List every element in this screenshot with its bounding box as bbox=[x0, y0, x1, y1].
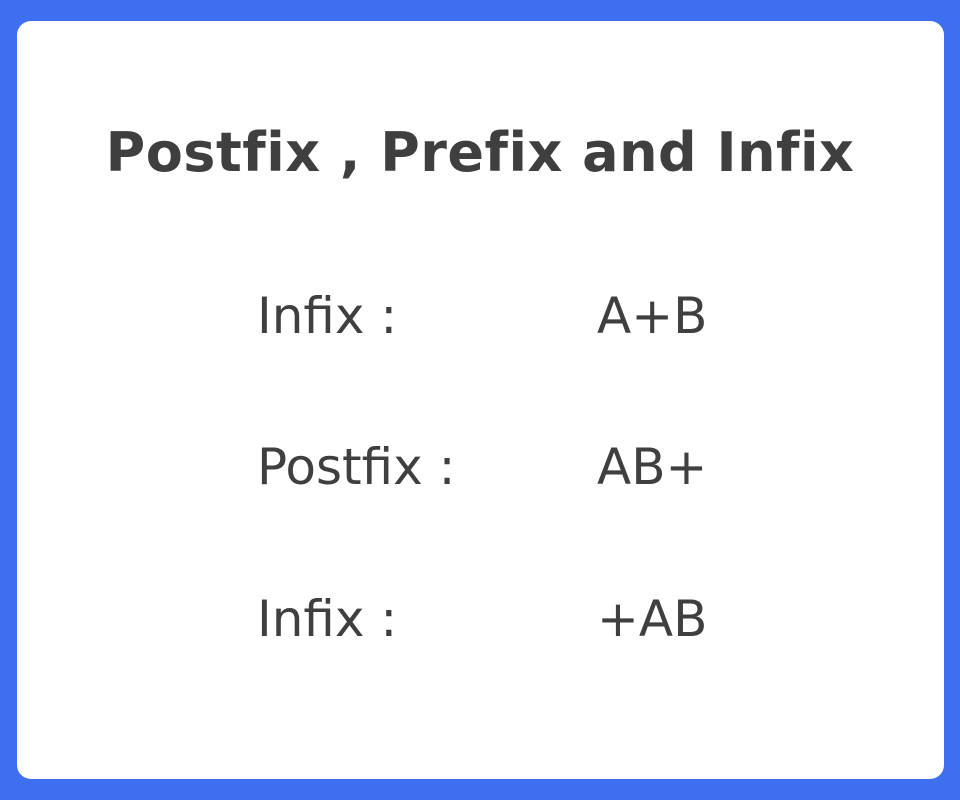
row-expression-1: A+B bbox=[597, 287, 708, 345]
content-card bbox=[17, 21, 944, 779]
row-expression-3: +AB bbox=[597, 590, 708, 648]
row-label-1: Infix : bbox=[257, 287, 398, 345]
page-title: Postfix , Prefix and Infix bbox=[105, 121, 855, 184]
row-label-3: Infix : bbox=[257, 590, 398, 648]
row-expression-2: AB+ bbox=[597, 438, 708, 496]
row-label-2: Postfix : bbox=[257, 438, 456, 496]
